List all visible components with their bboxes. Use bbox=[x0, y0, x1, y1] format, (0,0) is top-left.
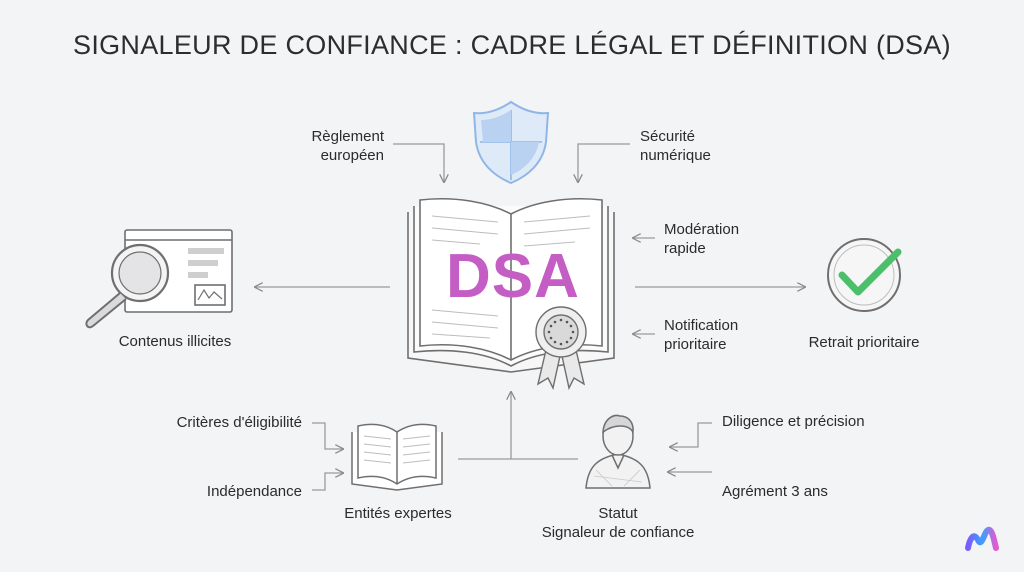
node-retrait: Retrait prioritaire bbox=[808, 334, 920, 351]
node-moderation: Modération rapide bbox=[664, 220, 764, 258]
connectors bbox=[255, 143, 805, 491]
node-independance: Indépendance bbox=[206, 483, 302, 500]
node-statut-line2: Signaleur de confiance bbox=[541, 524, 695, 541]
node-agrement: Agrément 3 ans bbox=[722, 483, 828, 500]
center-dsa-label: DSA bbox=[446, 242, 580, 311]
node-entites: Entités expertes bbox=[344, 505, 452, 522]
node-securite: Sécurité numérique bbox=[640, 127, 740, 165]
node-moderation-line1: Modération bbox=[664, 221, 740, 238]
arrow-criteres bbox=[312, 422, 343, 449]
node-statut: Statut Signaleur de confiance bbox=[520, 504, 716, 542]
node-contenus: Contenus illicites bbox=[118, 333, 232, 350]
node-criteres: Critères d'éligibilité bbox=[176, 414, 302, 431]
node-reglement: Règlement européen bbox=[296, 127, 384, 165]
node-notification: Notification prioritaire bbox=[664, 316, 764, 354]
node-notification-line2: prioritaire bbox=[664, 336, 727, 353]
person-icon bbox=[585, 414, 651, 489]
checkmark-icon bbox=[827, 238, 902, 312]
arrow-reglement bbox=[393, 143, 444, 182]
brand-logo-icon bbox=[965, 526, 999, 551]
node-reglement-line1: Règlement bbox=[311, 128, 384, 145]
node-diligence: Diligence et précision bbox=[722, 413, 865, 430]
magnifier-webpage-icon bbox=[85, 229, 233, 329]
shield-icon bbox=[472, 100, 550, 185]
small-book-icon bbox=[351, 423, 443, 491]
arrow-securite bbox=[578, 143, 630, 182]
page-title: SIGNALEUR DE CONFIANCE : CADRE LÉGAL ET … bbox=[73, 30, 951, 60]
arrow-diligence bbox=[670, 422, 712, 447]
node-statut-line1: Statut bbox=[598, 505, 638, 522]
node-notification-line1: Notification bbox=[664, 317, 739, 334]
node-reglement-line2: européen bbox=[320, 147, 384, 164]
seal-icon bbox=[535, 306, 587, 391]
node-securite-line2: numérique bbox=[640, 147, 711, 164]
arrow-independance bbox=[312, 473, 343, 491]
node-moderation-line2: rapide bbox=[664, 240, 706, 257]
node-securite-line1: Sécurité bbox=[640, 128, 696, 145]
